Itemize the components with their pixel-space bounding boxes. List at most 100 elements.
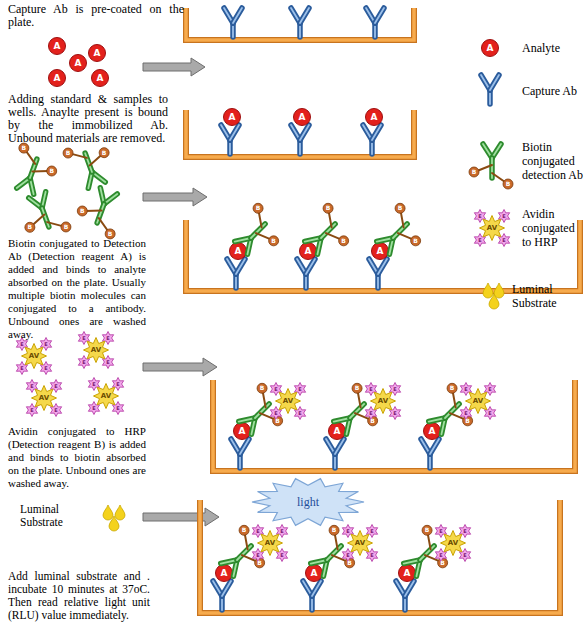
- capture-antibody: [236, 259, 245, 274]
- biotin-symbol: [273, 416, 283, 426]
- biotin-linker: [259, 212, 262, 228]
- avidin-letter: AV: [473, 398, 483, 405]
- capture-antibody: [335, 439, 344, 454]
- capture-antibody: [375, 8, 384, 23]
- analyte-letter: A: [487, 44, 494, 53]
- avidin-symbol: [371, 389, 396, 414]
- biotin-symbol: [422, 525, 432, 535]
- hrp-letter: E: [393, 386, 396, 391]
- hrp-letter: E: [464, 386, 467, 391]
- avidin-letter: AV: [487, 225, 497, 232]
- capture-antibody: [230, 125, 239, 140]
- legend-text: Capture Ab: [522, 84, 586, 98]
- analyte-letter: A: [299, 113, 306, 122]
- biotin-letter: B: [506, 181, 511, 187]
- hrp-letter: E: [346, 528, 349, 533]
- hrp-letter: E: [30, 408, 33, 413]
- hrp-letter: E: [298, 411, 301, 416]
- hrp-letter: E: [280, 528, 283, 533]
- analyte-symbol: [49, 70, 66, 87]
- biotin-symbol: [352, 383, 362, 393]
- biotin-linker: [358, 392, 361, 408]
- biotin-symbol: [329, 525, 339, 535]
- analyte-symbol: [92, 70, 109, 87]
- avidin-symbol: [441, 531, 466, 556]
- analyte-letter: A: [377, 247, 384, 256]
- biotin-symbol: [339, 236, 349, 246]
- hrp-letter: E: [478, 238, 481, 243]
- biotin-letter: B: [49, 168, 54, 174]
- biotin-linker: [32, 215, 44, 226]
- hrp-letter: E: [116, 406, 119, 411]
- analyte-symbol: [230, 243, 247, 260]
- avidin-letter: AV: [91, 347, 101, 354]
- hrp-letter: E: [369, 386, 372, 391]
- avidin-letter: AV: [283, 398, 293, 405]
- step-arrow: [143, 58, 205, 76]
- biotin-letter: B: [260, 385, 265, 391]
- biotin-letter: B: [102, 150, 107, 156]
- hrp-letter: E: [20, 341, 23, 346]
- detection-antibody: [42, 208, 49, 227]
- analyte-symbol: [89, 45, 106, 62]
- well-plate: [186, 220, 580, 291]
- biotin-letter: B: [425, 527, 430, 533]
- biotin-linker: [256, 233, 271, 239]
- hrp-letter: E: [370, 553, 373, 558]
- avidin-letter: AV: [355, 540, 365, 547]
- legend-text: Luminal Substrate: [512, 282, 576, 310]
- capture-antibody: [236, 259, 245, 274]
- biotin-symbol: [411, 236, 421, 246]
- step-arrow: [143, 188, 207, 206]
- capture-antibody: [430, 439, 439, 454]
- analyte-symbol: [294, 109, 311, 126]
- hrp-letter: E: [106, 335, 109, 340]
- hrp-letter: E: [274, 386, 277, 391]
- capture-antibody: [378, 259, 387, 274]
- avidin-symbol: [22, 344, 47, 369]
- biotin-letter: B: [256, 205, 261, 211]
- capture-antibody: [233, 8, 242, 23]
- biotin-letter: B: [64, 224, 69, 230]
- detection-antibody: [42, 208, 49, 227]
- capture-antibody: [306, 259, 315, 274]
- biotin-linker: [492, 173, 505, 182]
- detection-antibody: [491, 158, 493, 178]
- hrp-letter: E: [54, 408, 57, 413]
- analyte-symbol: [70, 55, 87, 72]
- biotin-linker: [428, 534, 431, 550]
- biotin-symbol: [447, 383, 457, 393]
- avidin-symbol: [466, 389, 491, 414]
- substrate-drop: [109, 516, 119, 531]
- analyte-letter: A: [371, 113, 378, 122]
- capture-antibody: [300, 125, 309, 140]
- analyte-symbol: [306, 565, 323, 582]
- biotin-letter: B: [271, 238, 276, 244]
- avidin-symbol: [94, 384, 119, 409]
- biotin-linker: [329, 212, 332, 228]
- hrp-letter: E: [502, 238, 505, 243]
- biotin-letter: B: [242, 527, 247, 533]
- biotin-symbol: [345, 558, 355, 568]
- biotin-symbol: [47, 166, 57, 176]
- step-description: Adding standard & samples to wells. Anay…: [8, 93, 168, 145]
- analyte-letter: A: [404, 569, 411, 578]
- legend-text: Analyte: [522, 41, 586, 55]
- analyte-symbol: [329, 423, 346, 440]
- capture-antibody: [430, 439, 439, 454]
- biotin-letter: B: [465, 418, 470, 424]
- biotin-linker: [32, 170, 48, 173]
- biotin-symbol: [438, 558, 448, 568]
- analyte-symbol: [372, 243, 389, 260]
- biotin-letter: B: [472, 169, 477, 175]
- avidin-symbol: [276, 389, 301, 414]
- biotin-letter: B: [332, 527, 337, 533]
- burst-label: light: [250, 476, 366, 528]
- biotin-letter: B: [108, 231, 113, 237]
- hrp-letter: E: [488, 411, 491, 416]
- biotin-symbol: [239, 525, 249, 535]
- capture-antibody: [378, 259, 387, 274]
- well-plate: [200, 500, 560, 613]
- step-description: Add luminal substrate and . incubate 10 …: [8, 570, 150, 622]
- step-description: Biotin conjugated to Detection Ab (Detec…: [8, 237, 146, 341]
